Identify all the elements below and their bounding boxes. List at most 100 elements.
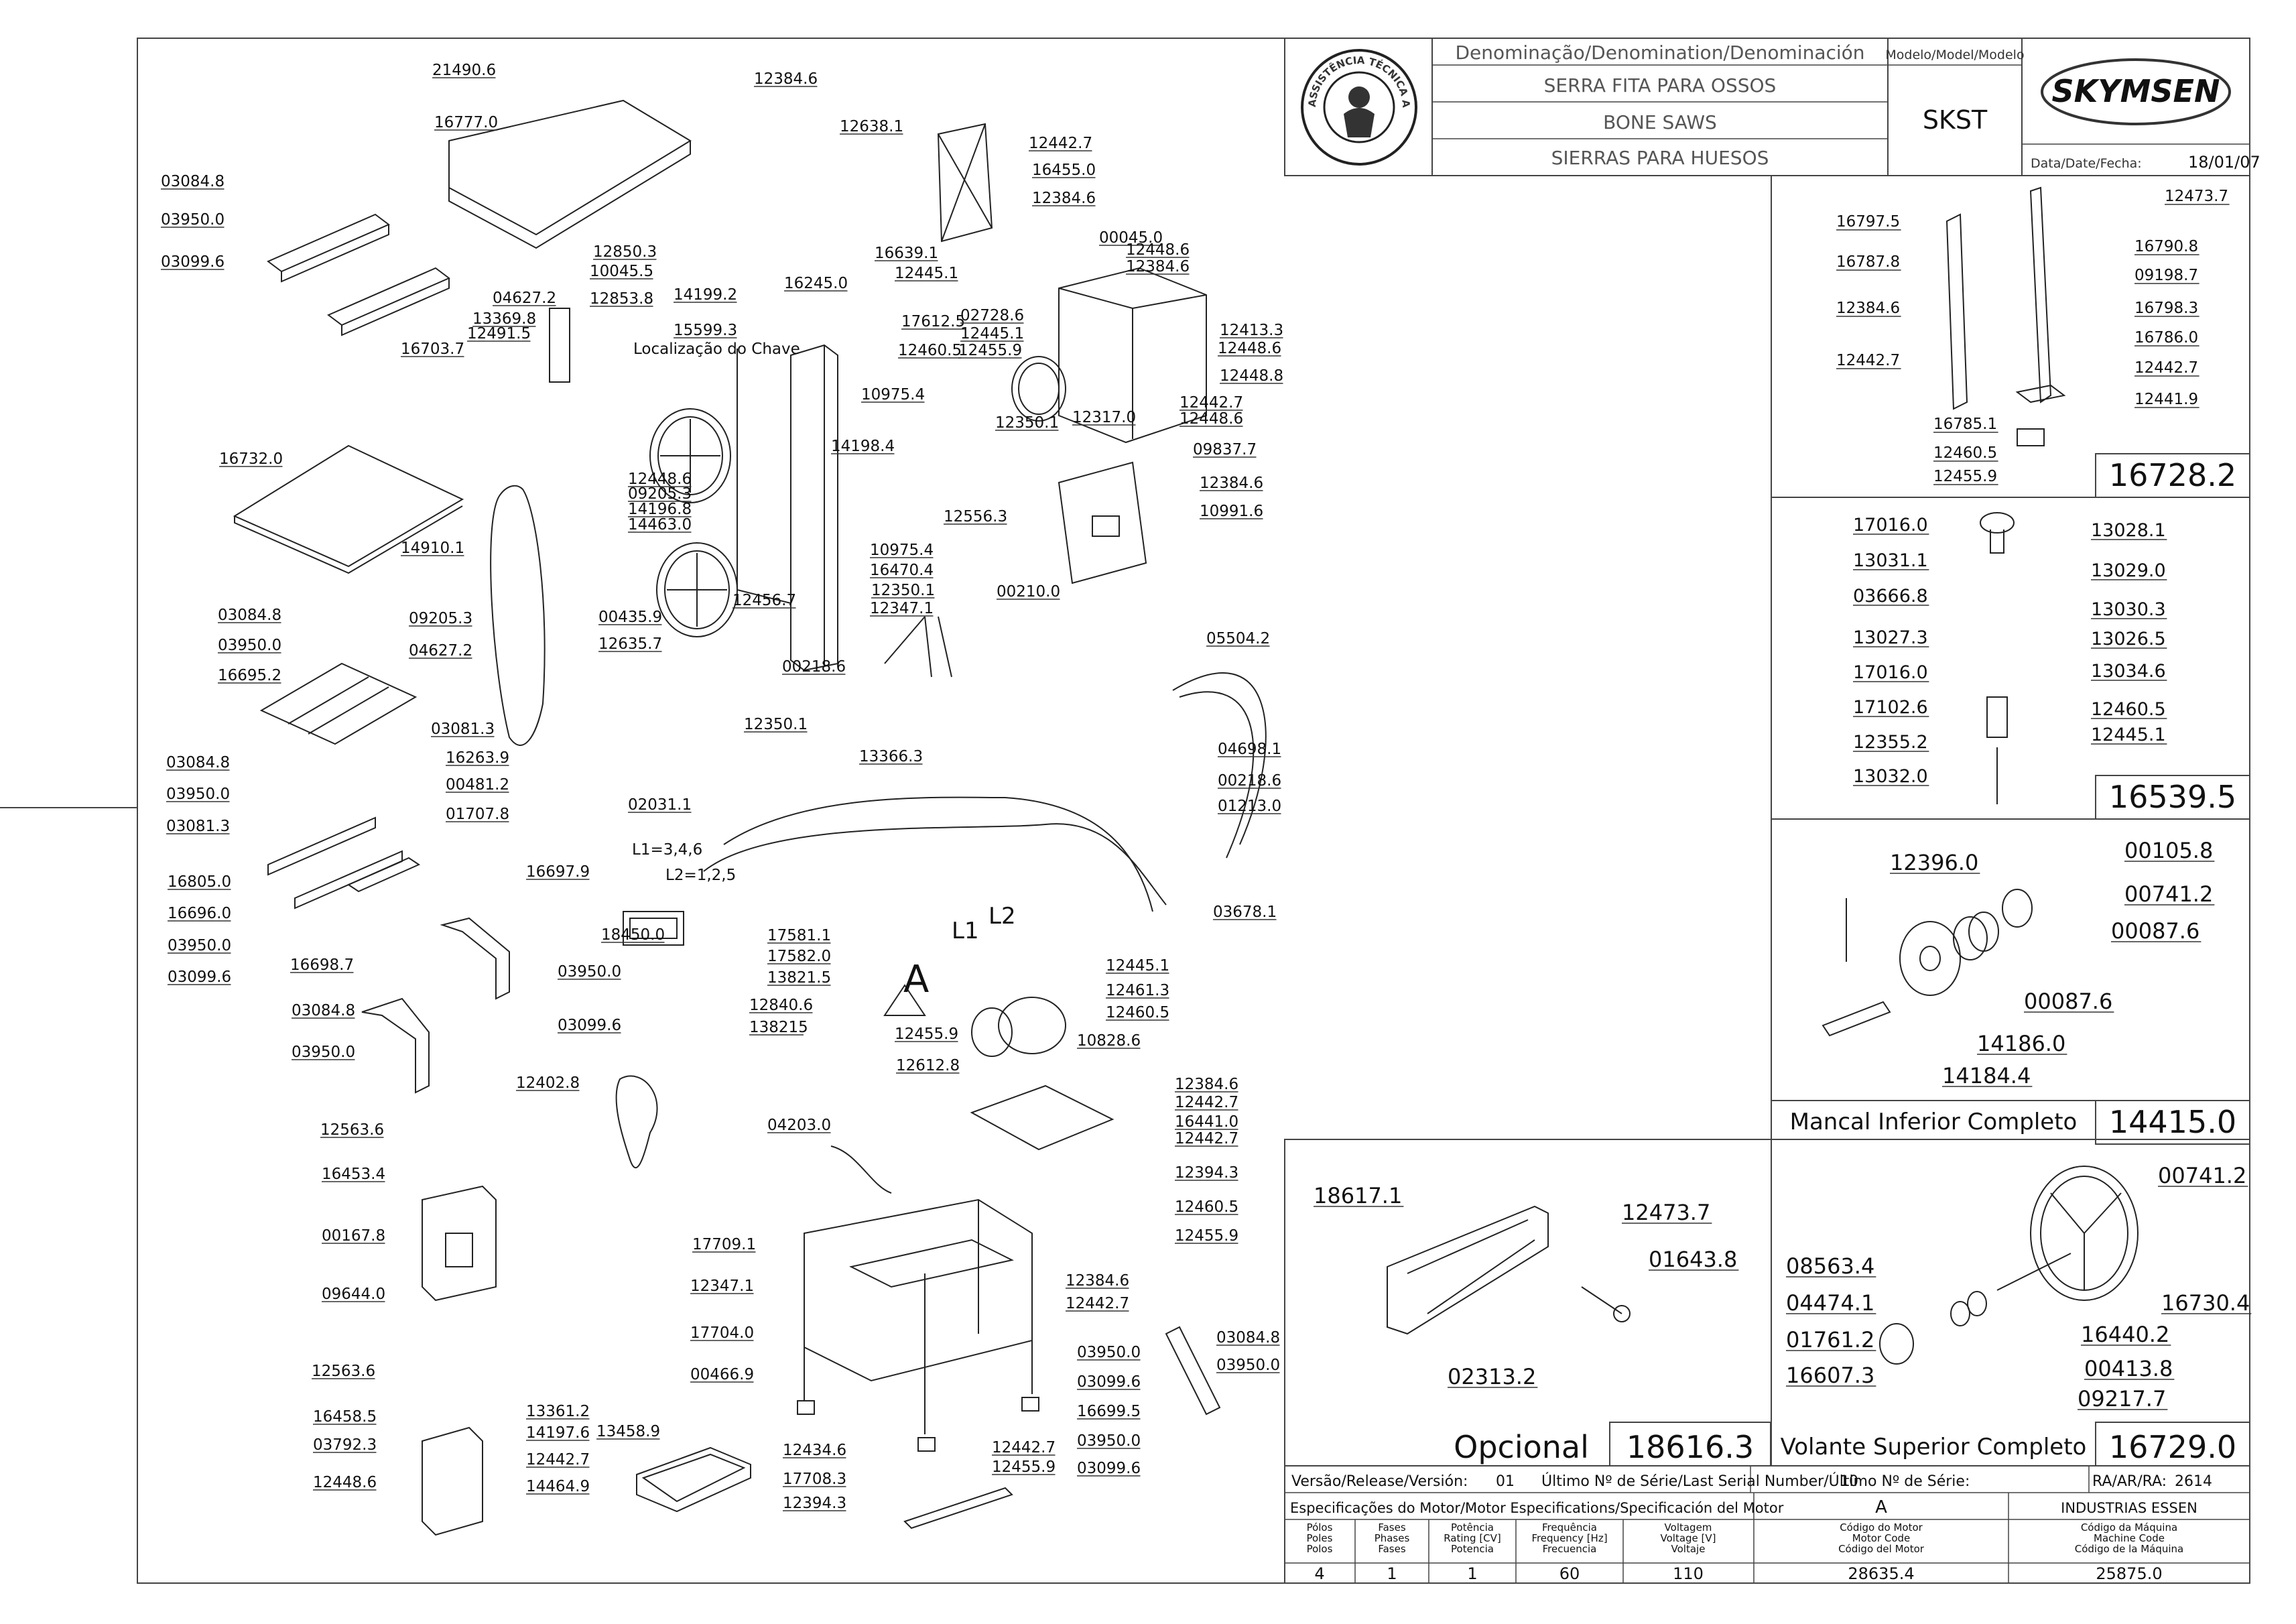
part-label: 03950.0 — [558, 963, 621, 981]
part-label: 16790.8 — [2134, 238, 2198, 255]
part-label: 12455.9 — [958, 342, 1022, 359]
date-label: Data/Date/Fecha: — [2031, 156, 2142, 171]
part-label: 12563.6 — [320, 1121, 384, 1139]
part-label: 17581.1 — [767, 927, 831, 944]
motor-spec-header: Especificações do Motor/Motor Especifica… — [1290, 1500, 1784, 1516]
part-label: 16805.0 — [168, 873, 231, 891]
motor-column-header: Frequency [Hz] — [1531, 1532, 1607, 1544]
motor-value: 110 — [1673, 1564, 1704, 1583]
part-label: 16458.5 — [313, 1408, 377, 1426]
part-label: 12355.2 — [1853, 732, 1928, 753]
part-label: 12442.7 — [2134, 359, 2198, 377]
spec-table: Versão/Release/Versión: 01 Último Nº de … — [1284, 1465, 2250, 1584]
part-label: 09837.7 — [1193, 441, 1257, 458]
part-label: L1=3,4,6 — [632, 841, 702, 859]
part-label: 09205.3 — [628, 485, 692, 503]
part-label: 12460.5 — [1175, 1198, 1238, 1216]
part-label: 03950.0 — [161, 211, 225, 229]
motor-column-header: Código da Máquina — [2081, 1521, 2177, 1534]
part-label: 12384.6 — [1032, 190, 1096, 207]
part-label: 12384.6 — [754, 70, 818, 88]
part-label: 12850.3 — [593, 243, 657, 261]
part-label: 00045.0 — [1099, 229, 1163, 247]
part-label: 03084.8 — [166, 754, 230, 771]
part-label: 12853.8 — [590, 290, 653, 308]
part-label: 03084.8 — [161, 173, 225, 190]
part-label: 12442.7 — [526, 1451, 590, 1469]
part-label: 03084.8 — [1216, 1329, 1280, 1347]
part-label: 00105.8 — [2124, 838, 2213, 863]
part-label: 03678.1 — [1213, 903, 1277, 921]
part-label: 03950.0 — [1216, 1357, 1280, 1374]
part-label: 12445.1 — [1106, 957, 1169, 975]
part-label: 16787.8 — [1836, 253, 1900, 271]
motor-column-header: Phases — [1375, 1532, 1410, 1544]
part-label: 12442.7 — [1066, 1295, 1129, 1312]
part-label: 04627.2 — [409, 642, 472, 660]
part-label: 13034.6 — [2091, 661, 2166, 682]
motor-column-header: Potência — [1451, 1521, 1494, 1534]
part-label: 12384.6 — [1836, 300, 1900, 317]
part-label: 14464.9 — [526, 1478, 590, 1495]
detail-drawings — [1387, 186, 2139, 1365]
part-label: 03081.3 — [431, 721, 495, 738]
motor-column-header: Poles — [1307, 1532, 1333, 1544]
part-label: 12350.1 — [871, 582, 935, 599]
part-label: 03666.8 — [1853, 586, 1928, 607]
part-label: 08563.4 — [1786, 1253, 1874, 1279]
motor-value: 1 — [1387, 1564, 1397, 1583]
part-label: 12461.3 — [1106, 982, 1169, 999]
part-label: 13369.8 — [472, 310, 536, 328]
part-label: 12455.9 — [895, 1025, 958, 1043]
serial-value: 10 — [1840, 1473, 1858, 1490]
ra-label: RA/AR/RA: — [2092, 1473, 2167, 1490]
part-label: 12455.9 — [1175, 1227, 1238, 1245]
part-label: 12840.6 — [749, 997, 813, 1014]
model-header: Modelo/Model/Modelo — [1885, 48, 2024, 62]
part-label: 12448.8 — [1220, 367, 1283, 385]
authorized-service-seal: ASSISTÊNCIA TÉCNICA AUTORIZADA — [0, 0, 1417, 166]
panel-16729-caption: Volante Superior Completo — [1781, 1434, 2087, 1460]
part-label: 16798.3 — [2134, 300, 2198, 317]
part-label: 12347.1 — [870, 600, 934, 617]
part-label: 03950.0 — [166, 786, 230, 803]
svg-text:ASSISTÊNCIA TÉCNICA AUTORIZADA: ASSISTÊNCIA TÉCNICA AUTORIZADA — [0, 0, 1412, 109]
motor-column-header: Fases — [1378, 1543, 1405, 1555]
part-label: 03084.8 — [292, 1002, 355, 1019]
part-label: 16732.0 — [219, 450, 283, 468]
part-label: 12448.6 — [1218, 340, 1281, 357]
part-label: 10975.4 — [870, 542, 934, 559]
part-label: 16639.1 — [875, 245, 938, 262]
part-label: 12448.6 — [628, 471, 692, 488]
part-label: 12442.7 — [1029, 135, 1092, 152]
panel-16728-code: 16728.2 — [2109, 457, 2236, 493]
detail-panels-frame — [1284, 175, 2250, 1466]
part-label: 12350.1 — [995, 414, 1059, 432]
part-label: 12442.7 — [1175, 1094, 1238, 1111]
part-label: 12442.7 — [1836, 352, 1900, 369]
part-label: 03099.6 — [1077, 1373, 1141, 1391]
part-label: 03792.3 — [313, 1436, 377, 1454]
part-label: 13031.1 — [1853, 550, 1928, 571]
name-en: BONE SAWS — [1603, 111, 1717, 133]
motor-value: 25875.0 — [2096, 1564, 2162, 1583]
part-label: 17708.3 — [783, 1471, 846, 1488]
part-label: 00481.2 — [446, 776, 509, 794]
motor-column-header: Código de la Máquina — [2075, 1543, 2183, 1555]
part-label: 12556.3 — [944, 508, 1007, 525]
part-label: 12455.9 — [992, 1458, 1056, 1476]
part-label: 00413.8 — [2084, 1356, 2173, 1381]
part-label: 12473.7 — [1622, 1200, 1710, 1225]
part-label: 13030.3 — [2091, 599, 2166, 620]
part-label: 12384.6 — [1200, 475, 1263, 492]
part-label: 09644.0 — [322, 1286, 385, 1303]
part-label: 16440.2 — [2081, 1322, 2169, 1347]
part-label: 12402.8 — [516, 1074, 580, 1092]
part-label: 17709.1 — [692, 1236, 756, 1253]
panel-16729-code: 16729.0 — [2109, 1429, 2236, 1465]
motor-column-header: Código del Motor — [1838, 1543, 1925, 1555]
part-label: 12434.6 — [783, 1442, 846, 1459]
motor-column-header: Pólos — [1307, 1521, 1333, 1534]
part-label: 12635.7 — [598, 635, 662, 653]
